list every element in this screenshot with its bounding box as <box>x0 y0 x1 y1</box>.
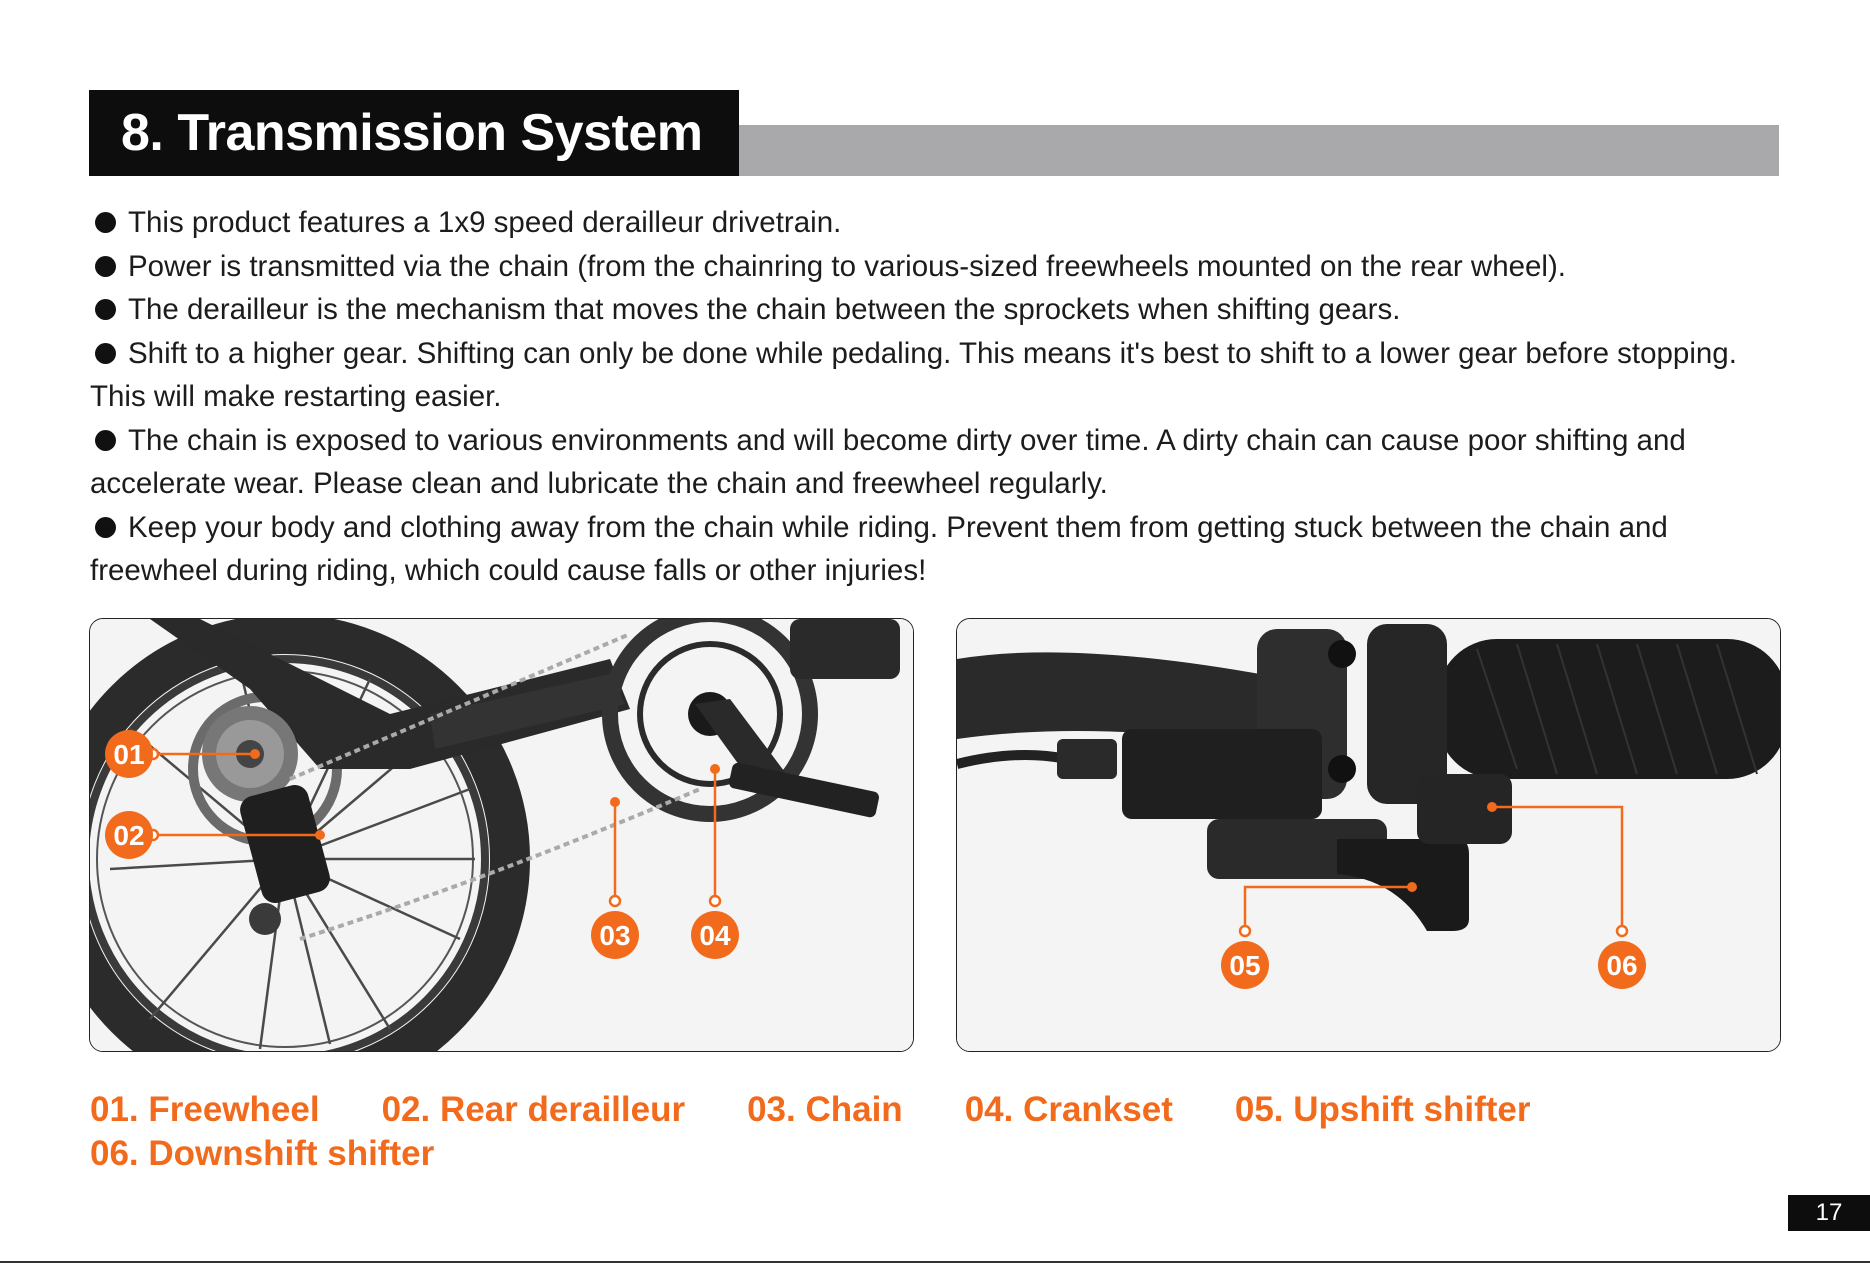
section-title-text: 8. Transmission System <box>121 104 703 162</box>
callout-06: 06 <box>1598 941 1646 989</box>
bullet-dot-icon <box>95 429 116 451</box>
legend-item: 04. Crankset <box>964 1090 1173 1129</box>
bullet-dot-icon <box>95 516 116 538</box>
bullet-item: This product features a 1x9 speed derail… <box>90 201 1790 245</box>
legend-item: 02. Rear derailleur <box>381 1090 686 1129</box>
callout-05: 05 <box>1221 941 1269 989</box>
svg-text:05: 05 <box>1229 950 1260 981</box>
legend-item: 03. Chain <box>747 1090 903 1129</box>
shifter-photo-panel: 05 06 <box>956 618 1781 1052</box>
drivetrain-illustration: 01 02 03 04 <box>90 619 913 1051</box>
shifter-illustration: 05 06 <box>957 619 1780 1051</box>
bullet-item: The derailleur is the mechanism that mov… <box>90 288 1790 332</box>
title-decor-bar <box>739 125 1779 176</box>
svg-text:02: 02 <box>113 820 144 851</box>
svg-text:06: 06 <box>1606 950 1637 981</box>
legend-item: 01. Freewheel <box>90 1090 320 1129</box>
legend-item: 05. Upshift shifter <box>1234 1090 1531 1129</box>
svg-text:03: 03 <box>599 920 630 951</box>
bullet-item: Keep your body and clothing away from th… <box>90 510 1668 588</box>
parts-legend: 01. Freewheel 02. Rear derailleur 03. Chai… <box>90 1088 1790 1176</box>
bullet-item: Shift to a higher gear. Shifting can onl… <box>90 336 1737 414</box>
bullet-item: Power is transmitted via the chain (from… <box>90 245 1790 289</box>
bullet-dot-icon <box>95 342 116 364</box>
svg-text:04: 04 <box>699 920 731 951</box>
bullet-dot-icon <box>95 255 116 277</box>
page-number: 17 <box>1788 1195 1870 1231</box>
section-title: 8. Transmission System <box>89 90 739 176</box>
callout-01: 01 <box>105 730 153 778</box>
bullet-list: This product features a 1x9 speed derail… <box>90 201 1790 593</box>
callout-02: 02 <box>105 811 153 859</box>
drivetrain-photo-panel: 01 02 03 04 <box>89 618 914 1052</box>
callout-03: 03 <box>591 911 639 959</box>
svg-text:01: 01 <box>113 739 144 770</box>
callout-04: 04 <box>691 911 739 959</box>
bullet-dot-icon <box>95 212 116 233</box>
bullet-dot-icon <box>95 299 116 320</box>
legend-item: 06. Downshift shifter <box>90 1134 435 1173</box>
bottom-divider <box>0 1261 1870 1263</box>
bullet-item: The chain is exposed to various environm… <box>90 423 1686 501</box>
